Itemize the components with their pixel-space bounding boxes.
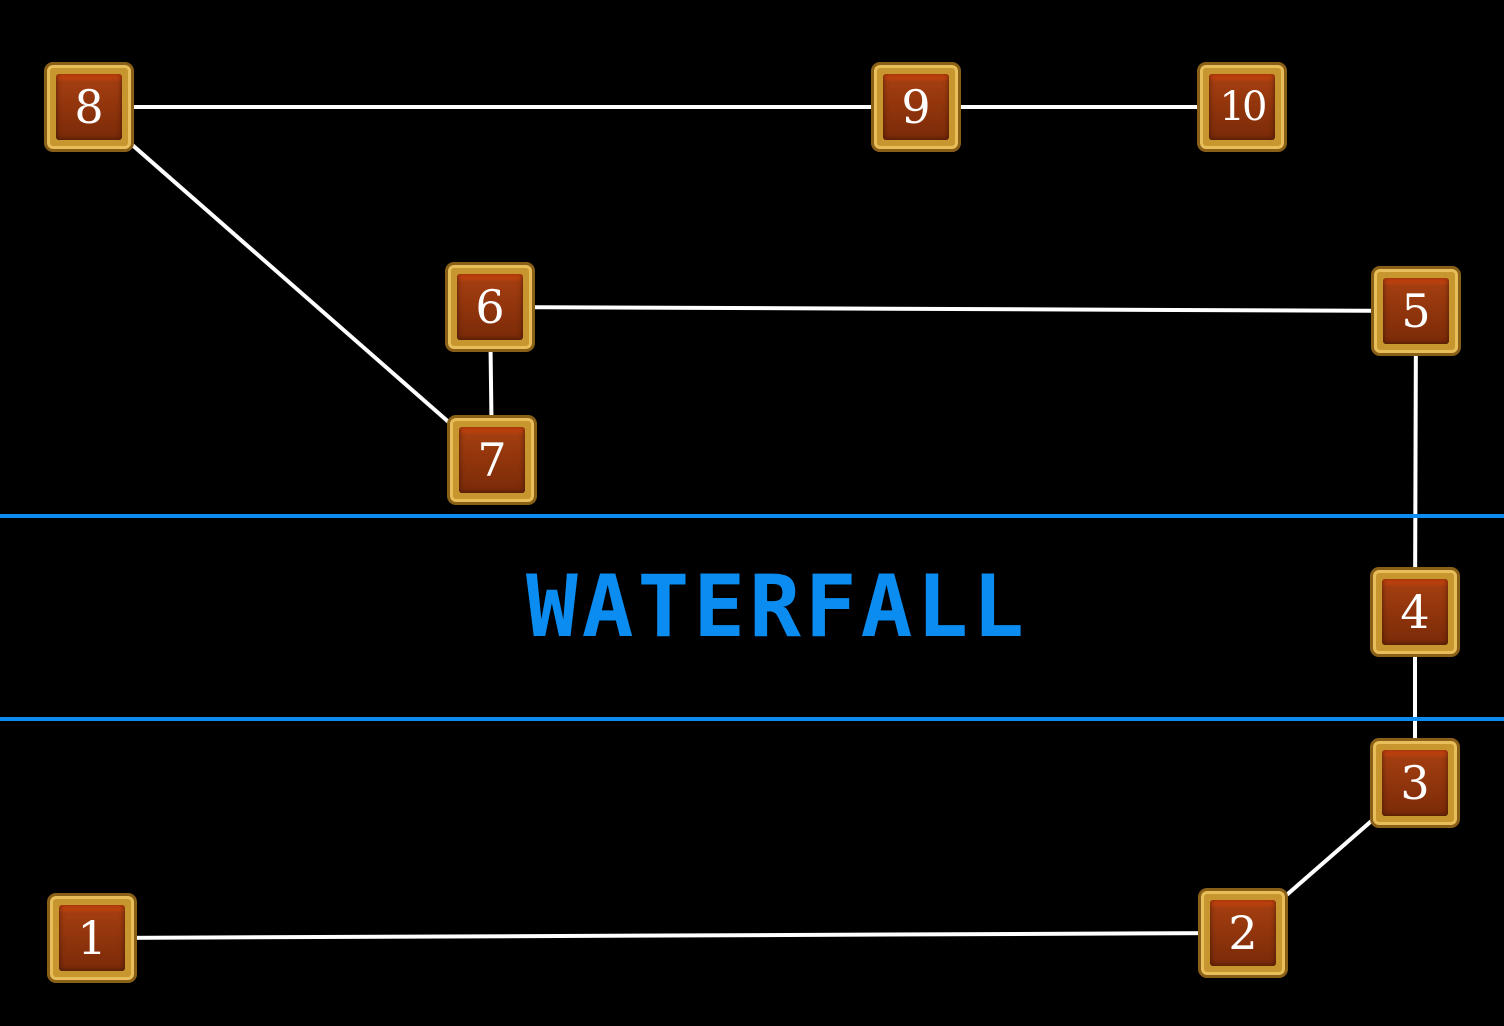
level-2-button[interactable]: 2 (1198, 888, 1288, 978)
world-title: WATERFALL (526, 557, 1028, 657)
level-number: 8 (56, 74, 122, 140)
level-number: 9 (883, 74, 949, 140)
band-top-line (0, 514, 1504, 518)
path-segment (91, 931, 1244, 940)
level-number: 4 (1382, 579, 1448, 645)
level-9-button[interactable]: 9 (871, 62, 961, 152)
level-number: 2 (1210, 900, 1276, 966)
level-number: 10 (1209, 74, 1275, 140)
level-number: 3 (1382, 750, 1448, 816)
level-6-button[interactable]: 6 (445, 262, 535, 352)
level-5-button[interactable]: 5 (1371, 266, 1461, 356)
level-number: 1 (59, 905, 125, 971)
level-3-button[interactable]: 3 (1370, 738, 1460, 828)
path-segment (87, 105, 494, 462)
level-number: 5 (1383, 278, 1449, 344)
path-segment (1413, 310, 1418, 613)
level-8-button[interactable]: 8 (44, 62, 134, 152)
level-7-button[interactable]: 7 (447, 415, 537, 505)
band-bottom-line (0, 717, 1504, 721)
path-segment (489, 305, 1417, 313)
level-number: 7 (459, 427, 525, 493)
level-10-button[interactable]: 10 (1197, 62, 1287, 152)
level-number: 6 (457, 274, 523, 340)
level-1-button[interactable]: 1 (47, 893, 137, 983)
level-4-button[interactable]: 4 (1370, 567, 1460, 657)
